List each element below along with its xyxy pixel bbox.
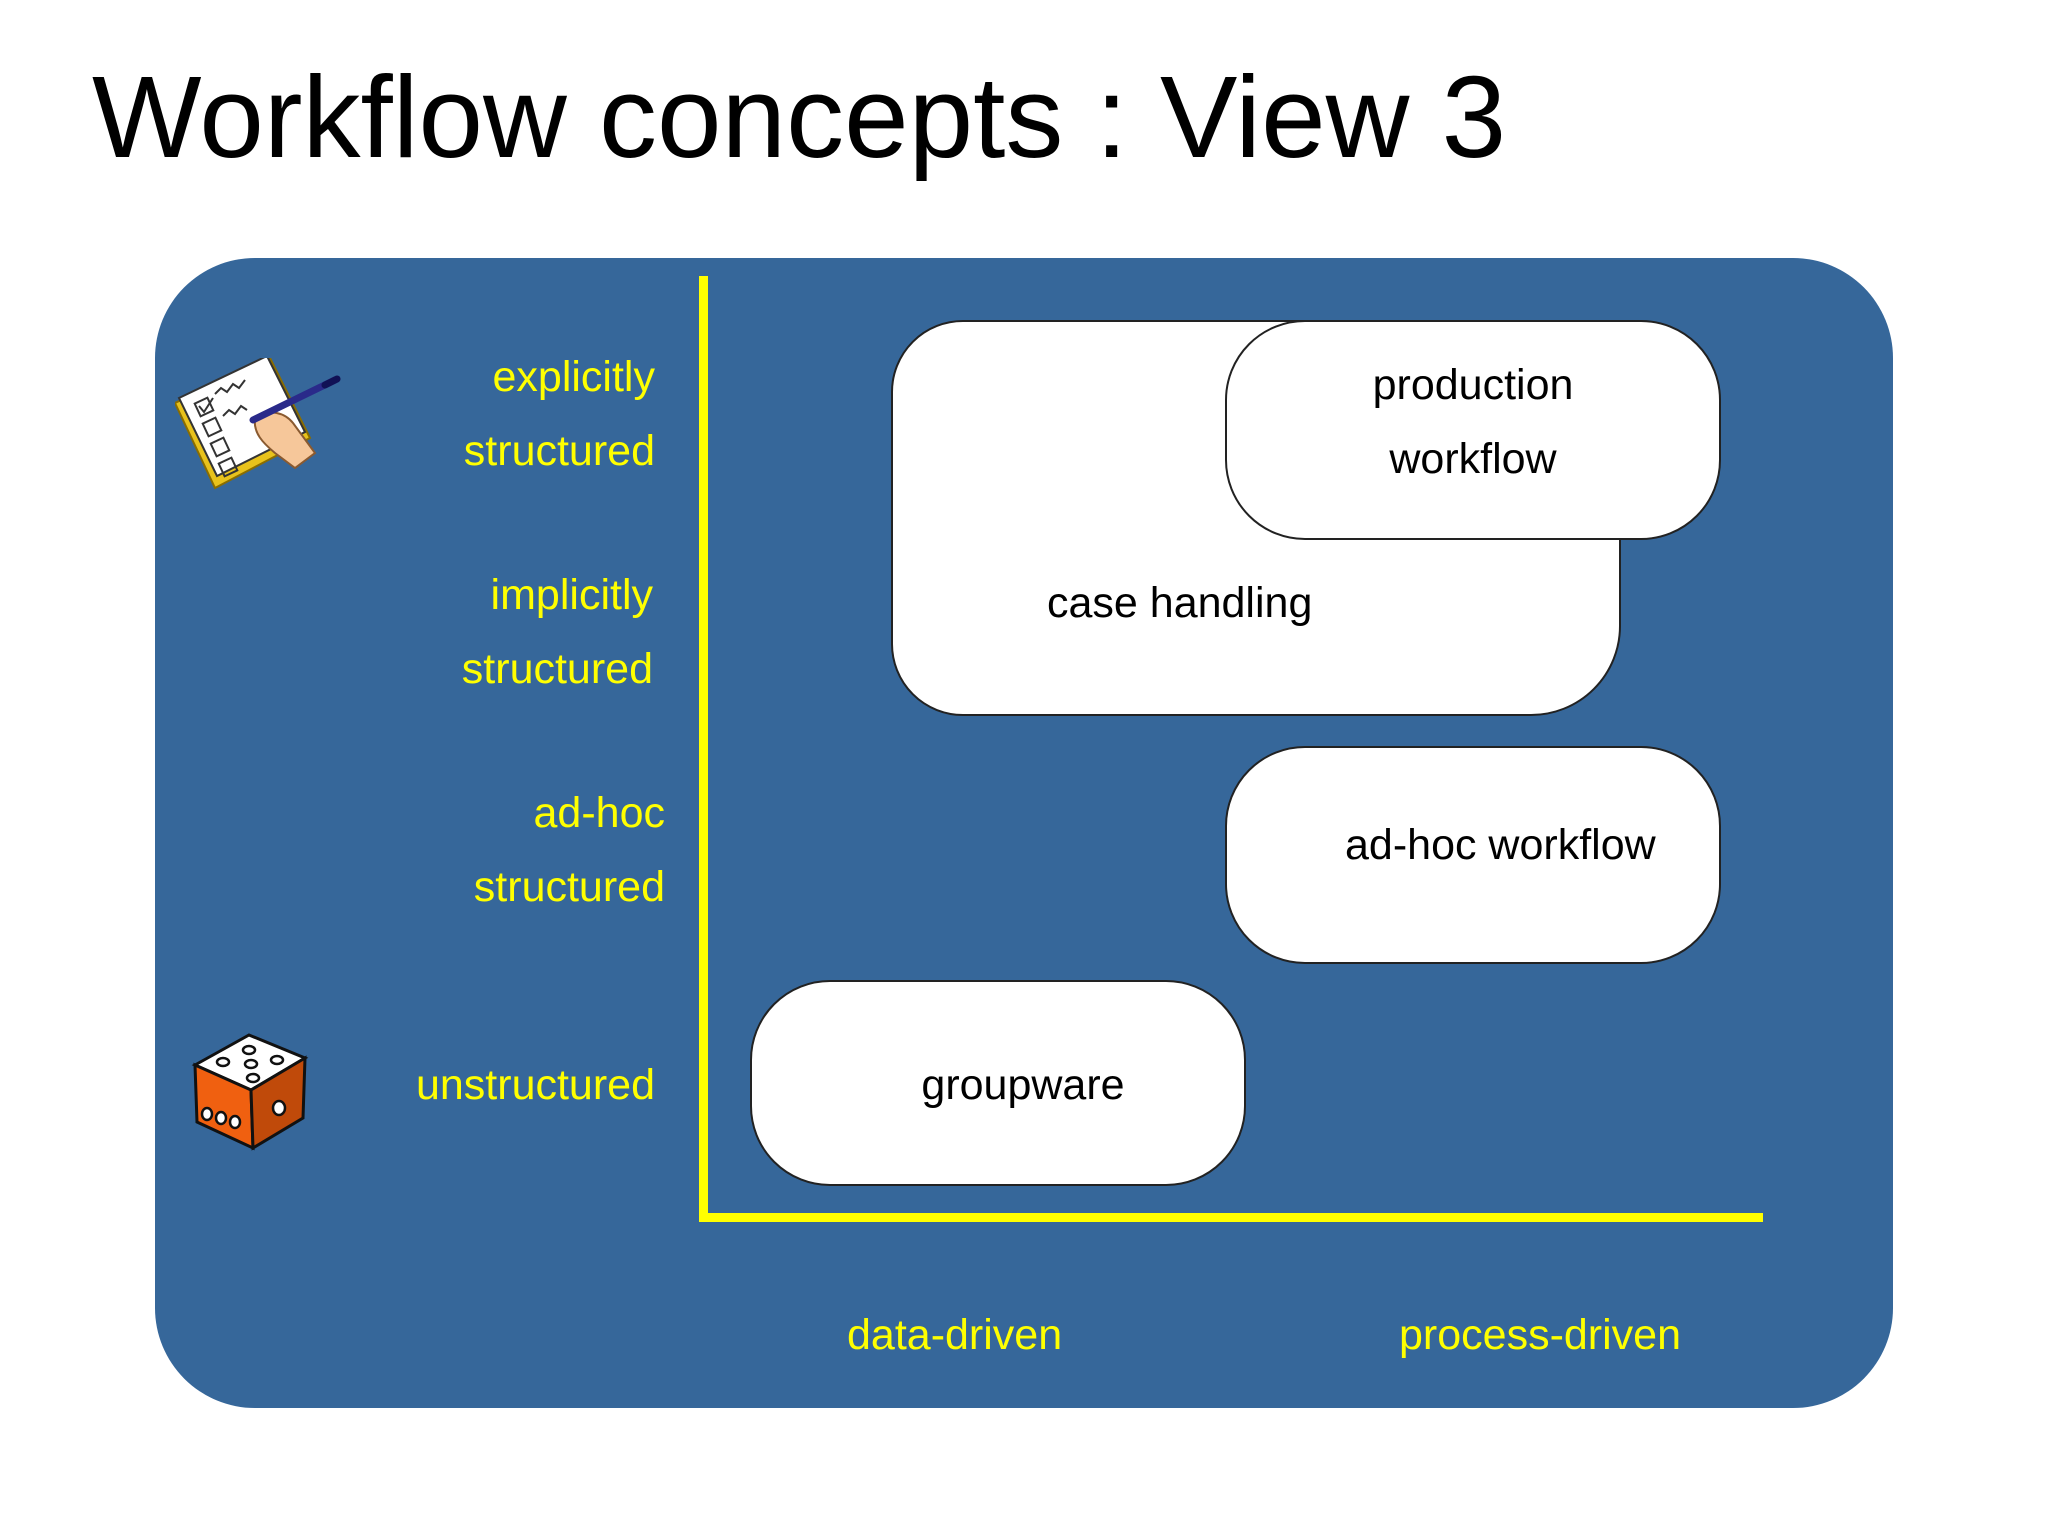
ylabel-implicitly-structured: implicitly structured (462, 568, 653, 696)
checklist-icon (175, 358, 341, 490)
groupware-box (750, 980, 1246, 1186)
ylabel-unstructured: unstructured (416, 1058, 655, 1112)
adhoc-workflow-label: ad-hoc workflow (1345, 821, 1656, 869)
x-axis-line (699, 1213, 1763, 1222)
xlabel-process-driven: process-driven (1399, 1311, 1681, 1359)
ylabel-line: structured (461, 645, 653, 693)
diagram-panel: explicitly structured implicitly structu… (155, 258, 1893, 1408)
ylabel-explicitly-structured: explicitly structured (464, 350, 655, 478)
production-workflow-box (1225, 320, 1721, 540)
production-label-line: production (1372, 361, 1574, 409)
dice-icon (191, 1033, 309, 1151)
case-handling-label: case handling (1047, 579, 1313, 627)
ylabel-line: implicitly (490, 571, 653, 619)
y-axis-line (699, 276, 708, 1221)
production-workflow-label: production workflow (1225, 348, 1721, 496)
ylabel-line: structured (473, 863, 665, 911)
xlabel-data-driven: data-driven (847, 1311, 1063, 1359)
groupware-label: groupware (921, 1061, 1125, 1109)
workflow-label-line: workflow (1389, 435, 1557, 483)
ylabel-adhoc-structured: ad-hoc structured (474, 786, 665, 914)
ylabel-line: structured (463, 427, 655, 475)
slide-title: Workflow concepts : View 3 (92, 52, 1507, 182)
adhoc-workflow-box (1225, 746, 1721, 964)
ylabel-line: explicitly (492, 353, 656, 401)
ylabel-line: unstructured (415, 1061, 655, 1109)
ylabel-line: ad-hoc (533, 789, 665, 837)
